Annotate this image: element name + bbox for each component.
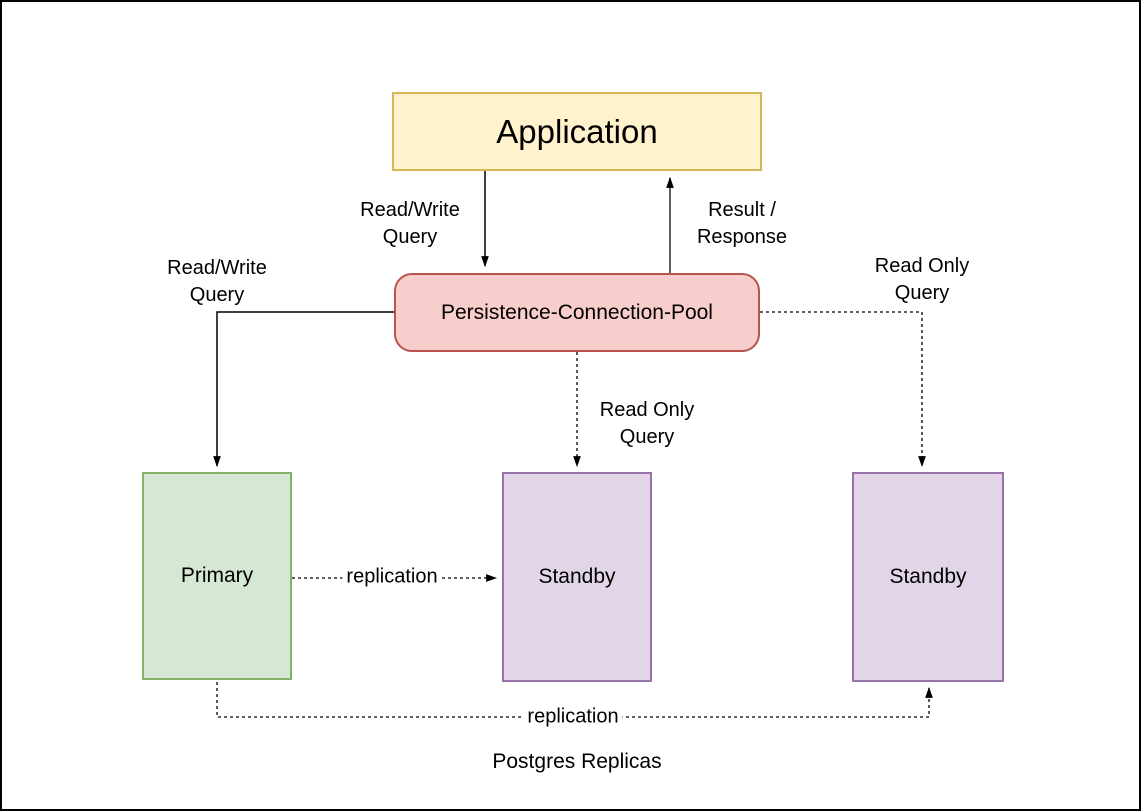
- label-line: Query: [189, 284, 245, 306]
- label-line: Query: [619, 426, 675, 448]
- label-line: Response: [696, 226, 788, 248]
- label-read-write-query-left: Read/Write Query: [167, 255, 267, 309]
- node-application: Application: [392, 92, 762, 171]
- node-standby-middle-label: Standby: [538, 565, 616, 588]
- label-read-only-query-mid: Read Only Query: [600, 397, 695, 451]
- label-replication-mid: replication: [342, 563, 442, 591]
- edge-pool-to-standby-right: [760, 311, 926, 468]
- node-persistence-connection-pool: Persistence-Connection-Pool: [394, 273, 760, 352]
- label-line: Result /: [708, 199, 776, 221]
- label-line: Read/Write: [360, 199, 460, 221]
- label-read-write-query-top: Read/Write Query: [360, 197, 460, 251]
- edge-pool-to-primary: [213, 311, 394, 468]
- label-line: Read Only: [599, 399, 695, 421]
- caption-postgres-replicas: Postgres Replicas: [492, 750, 662, 773]
- node-pool-label: Persistence-Connection-Pool: [441, 300, 713, 324]
- node-application-label: Application: [496, 112, 658, 150]
- node-standby-middle: Standby: [502, 472, 652, 682]
- label-replication-bottom: replication: [523, 703, 623, 731]
- label-line: Read Only: [874, 255, 970, 277]
- node-standby-right: Standby: [852, 472, 1004, 682]
- label-line: Query: [894, 282, 950, 304]
- label-line: Query: [382, 226, 438, 248]
- node-standby-right-label: Standby: [889, 565, 967, 588]
- label-result-response: Result / Response: [697, 197, 787, 251]
- node-primary-label: Primary: [180, 564, 254, 587]
- label-read-only-query-right: Read Only Query: [875, 253, 970, 307]
- node-primary: Primary: [142, 472, 292, 680]
- label-line: Read/Write: [167, 257, 267, 279]
